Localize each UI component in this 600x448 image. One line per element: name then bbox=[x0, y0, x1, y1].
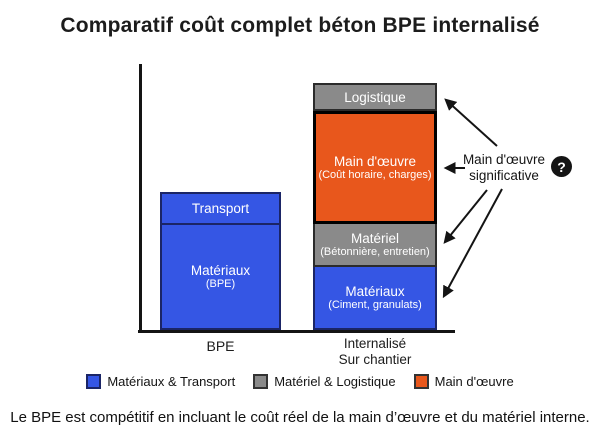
legend-swatch-blue-icon bbox=[86, 374, 102, 389]
segment-materiel-sublabel: (Bétonnière, entretien) bbox=[320, 245, 430, 258]
arrow-to-materiel bbox=[443, 189, 488, 244]
segment-materiel: Matériel (Bétonnière, entretien) bbox=[313, 224, 437, 267]
arrow-to-materiaux bbox=[442, 188, 503, 299]
segment-main-doeuvre: Main d'œuvre (Coût horaire, charges) bbox=[313, 111, 437, 224]
bar-bpe: Transport Matériaux (BPE) bbox=[160, 192, 281, 330]
legend-item-materiel-logistique: Matériel & Logistique bbox=[253, 374, 396, 389]
legend-label-materiel-logistique: Matériel & Logistique bbox=[274, 374, 396, 389]
segment-main-doeuvre-sublabel: (Coût horaire, charges) bbox=[318, 168, 432, 181]
segment-materiaux-bpe-label: Matériaux bbox=[190, 262, 251, 278]
x-axis-line bbox=[138, 330, 455, 333]
segment-logistique: Logistique bbox=[313, 83, 437, 111]
legend-item-main-doeuvre: Main d'œuvre bbox=[413, 374, 514, 389]
legend: Matériaux & Transport Matériel & Logisti… bbox=[0, 374, 600, 389]
category-label-internalise: Internalisé Sur chantier bbox=[313, 336, 437, 367]
legend-label-materiaux-transport: Matériaux & Transport bbox=[107, 374, 236, 389]
page-title: Comparatif coût complet béton BPE intern… bbox=[60, 14, 540, 37]
category-label-bpe: BPE bbox=[206, 338, 235, 354]
legend-label-main-doeuvre: Main d'œuvre bbox=[434, 374, 514, 389]
segment-materiaux-bpe: Matériaux (BPE) bbox=[162, 225, 279, 328]
category-label-internalise-line1: Internalisé bbox=[343, 336, 407, 351]
segment-materiaux-bpe-sublabel: (BPE) bbox=[205, 277, 236, 290]
arrow-to-logistique bbox=[444, 98, 498, 147]
help-icon[interactable]: ? bbox=[551, 156, 572, 177]
segment-materiaux-internalise-sublabel: (Ciment, granulats) bbox=[328, 298, 422, 311]
category-label-internalise-line2: Sur chantier bbox=[338, 351, 412, 367]
annotation-main-doeuvre-significative: Main d'œuvre significative bbox=[449, 152, 559, 184]
annotation-line2: significative bbox=[469, 168, 539, 183]
segment-materiel-label: Matériel bbox=[350, 230, 399, 246]
legend-swatch-orange-icon bbox=[413, 374, 429, 389]
segment-transport-label: Transport bbox=[191, 201, 250, 216]
legend-item-materiaux-transport: Matériaux & Transport bbox=[86, 374, 235, 389]
segment-transport: Transport bbox=[162, 194, 279, 225]
segment-materiaux-internalise-label: Matériaux bbox=[345, 283, 405, 299]
segment-logistique-label: Logistique bbox=[344, 89, 406, 105]
bar-internalise: Logistique Main d'œuvre (Coût horaire, c… bbox=[313, 83, 437, 330]
annotation-line1: Main d'œuvre bbox=[462, 152, 546, 167]
y-axis-line bbox=[139, 64, 142, 333]
legend-swatch-gray-icon bbox=[253, 374, 269, 389]
segment-main-doeuvre-label: Main d'œuvre bbox=[333, 153, 417, 169]
segment-materiaux-internalise: Matériaux (Ciment, granulats) bbox=[313, 267, 437, 330]
conclusion-text: Le BPE est compétitif en incluant le coû… bbox=[10, 409, 590, 426]
